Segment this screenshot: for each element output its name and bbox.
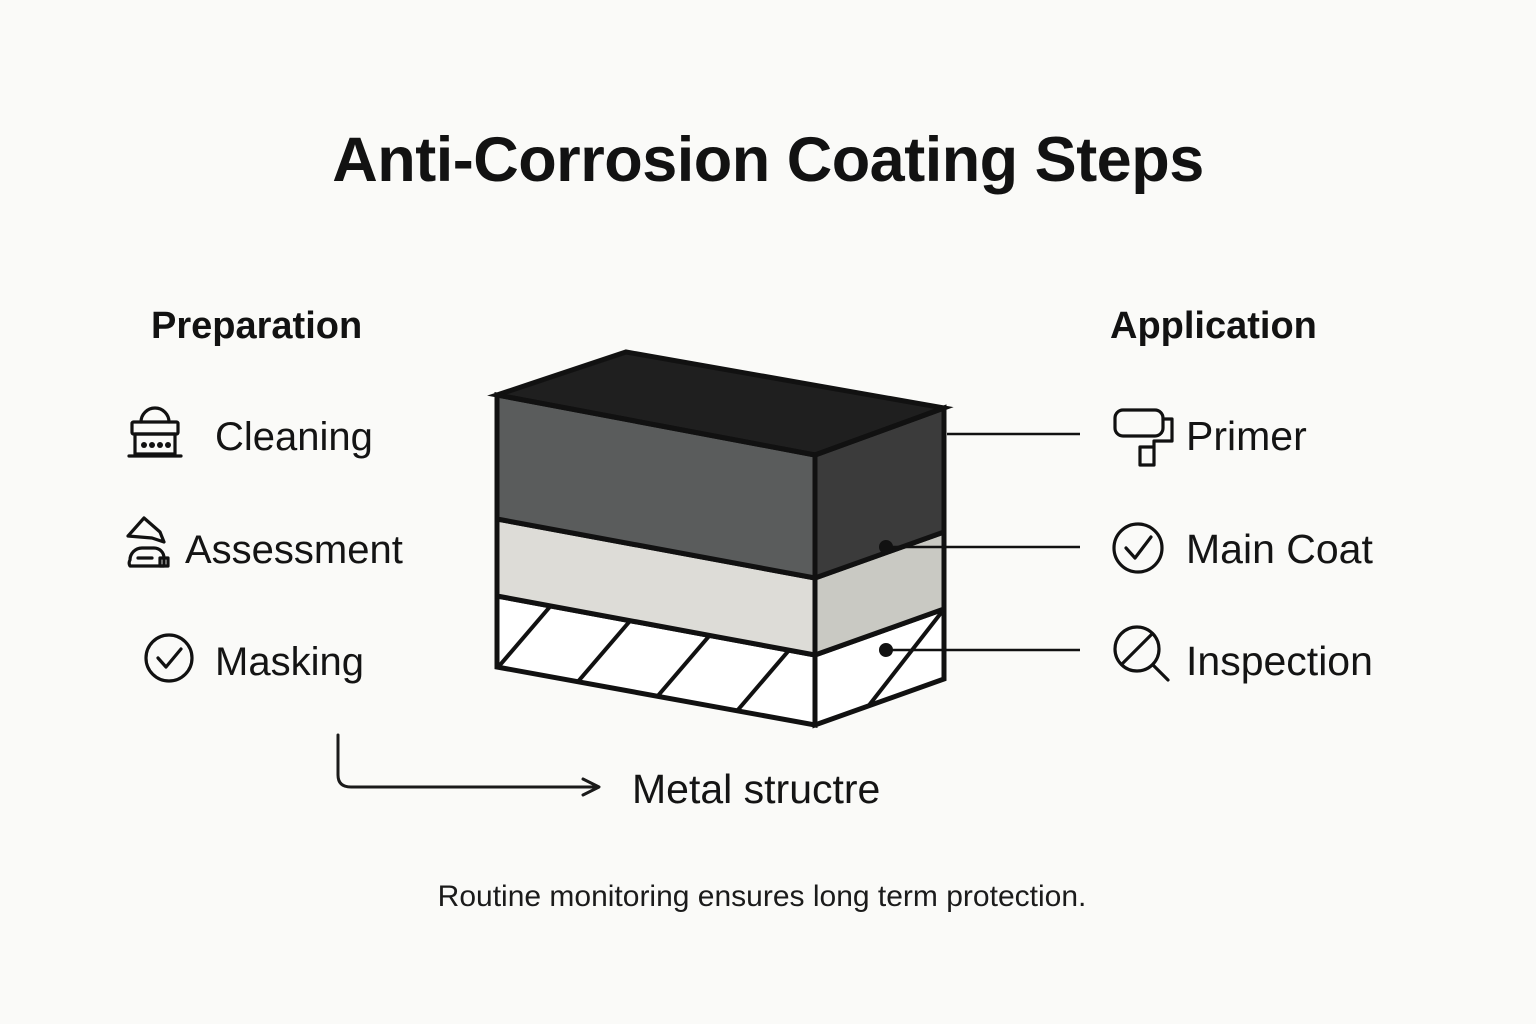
sidebar-item-masking[interactable]: Masking — [144, 633, 364, 684]
primer-top-face — [497, 352, 944, 455]
sidebar-item-label-primer: Primer — [1186, 413, 1307, 459]
paint-roller-icon — [1113, 408, 1174, 467]
leader-line-inspection — [879, 643, 1080, 657]
sidebar-item-primer[interactable]: Primer — [1113, 408, 1307, 467]
sidebar-item-label-masking: Masking — [215, 640, 364, 684]
page-title: Anti-Corrosion Coating Steps — [332, 125, 1203, 195]
metal-front-face — [497, 596, 815, 725]
check-circle-icon — [144, 633, 194, 683]
main-coat-anchor-dot — [879, 540, 893, 554]
magnifier-icon — [1113, 625, 1170, 682]
sidebar-item-label-assessment: Assessment — [185, 528, 403, 572]
maincoat-side-face — [815, 532, 944, 655]
right-column-heading: Application — [1110, 305, 1317, 347]
maincoat-front-face — [497, 519, 815, 655]
block-layer-primer — [487, 349, 954, 582]
left-column-heading: Preparation — [151, 305, 362, 347]
footnote-text: Routine monitoring ensures long term pro… — [438, 880, 1087, 913]
inspection-anchor-dot — [879, 643, 893, 657]
sidebar-item-assessment[interactable]: Assessment — [126, 516, 403, 572]
check-circle-icon — [1112, 522, 1164, 574]
primer-side-face — [815, 408, 944, 578]
sidebar-item-label-inspection: Inspection — [1186, 638, 1373, 684]
metal-structure-callout: Metal structre — [336, 733, 880, 812]
sidebar-item-label-main-coat: Main Coat — [1186, 526, 1373, 572]
primer-side-outline — [812, 404, 947, 582]
scraper-tool-icon — [126, 516, 170, 568]
sidebar-item-inspection[interactable]: Inspection — [1113, 625, 1373, 684]
sidebar-item-cleaning[interactable]: Cleaning — [127, 406, 373, 459]
sidebar-item-main-coat[interactable]: Main Coat — [1112, 522, 1373, 574]
metal-side-face — [815, 609, 944, 725]
scrub-brush-icon — [127, 406, 183, 458]
metal-structure-label: Metal structre — [632, 766, 880, 812]
sidebar-item-label-cleaning: Cleaning — [215, 415, 373, 459]
leader-line-main-coat — [879, 540, 1080, 554]
